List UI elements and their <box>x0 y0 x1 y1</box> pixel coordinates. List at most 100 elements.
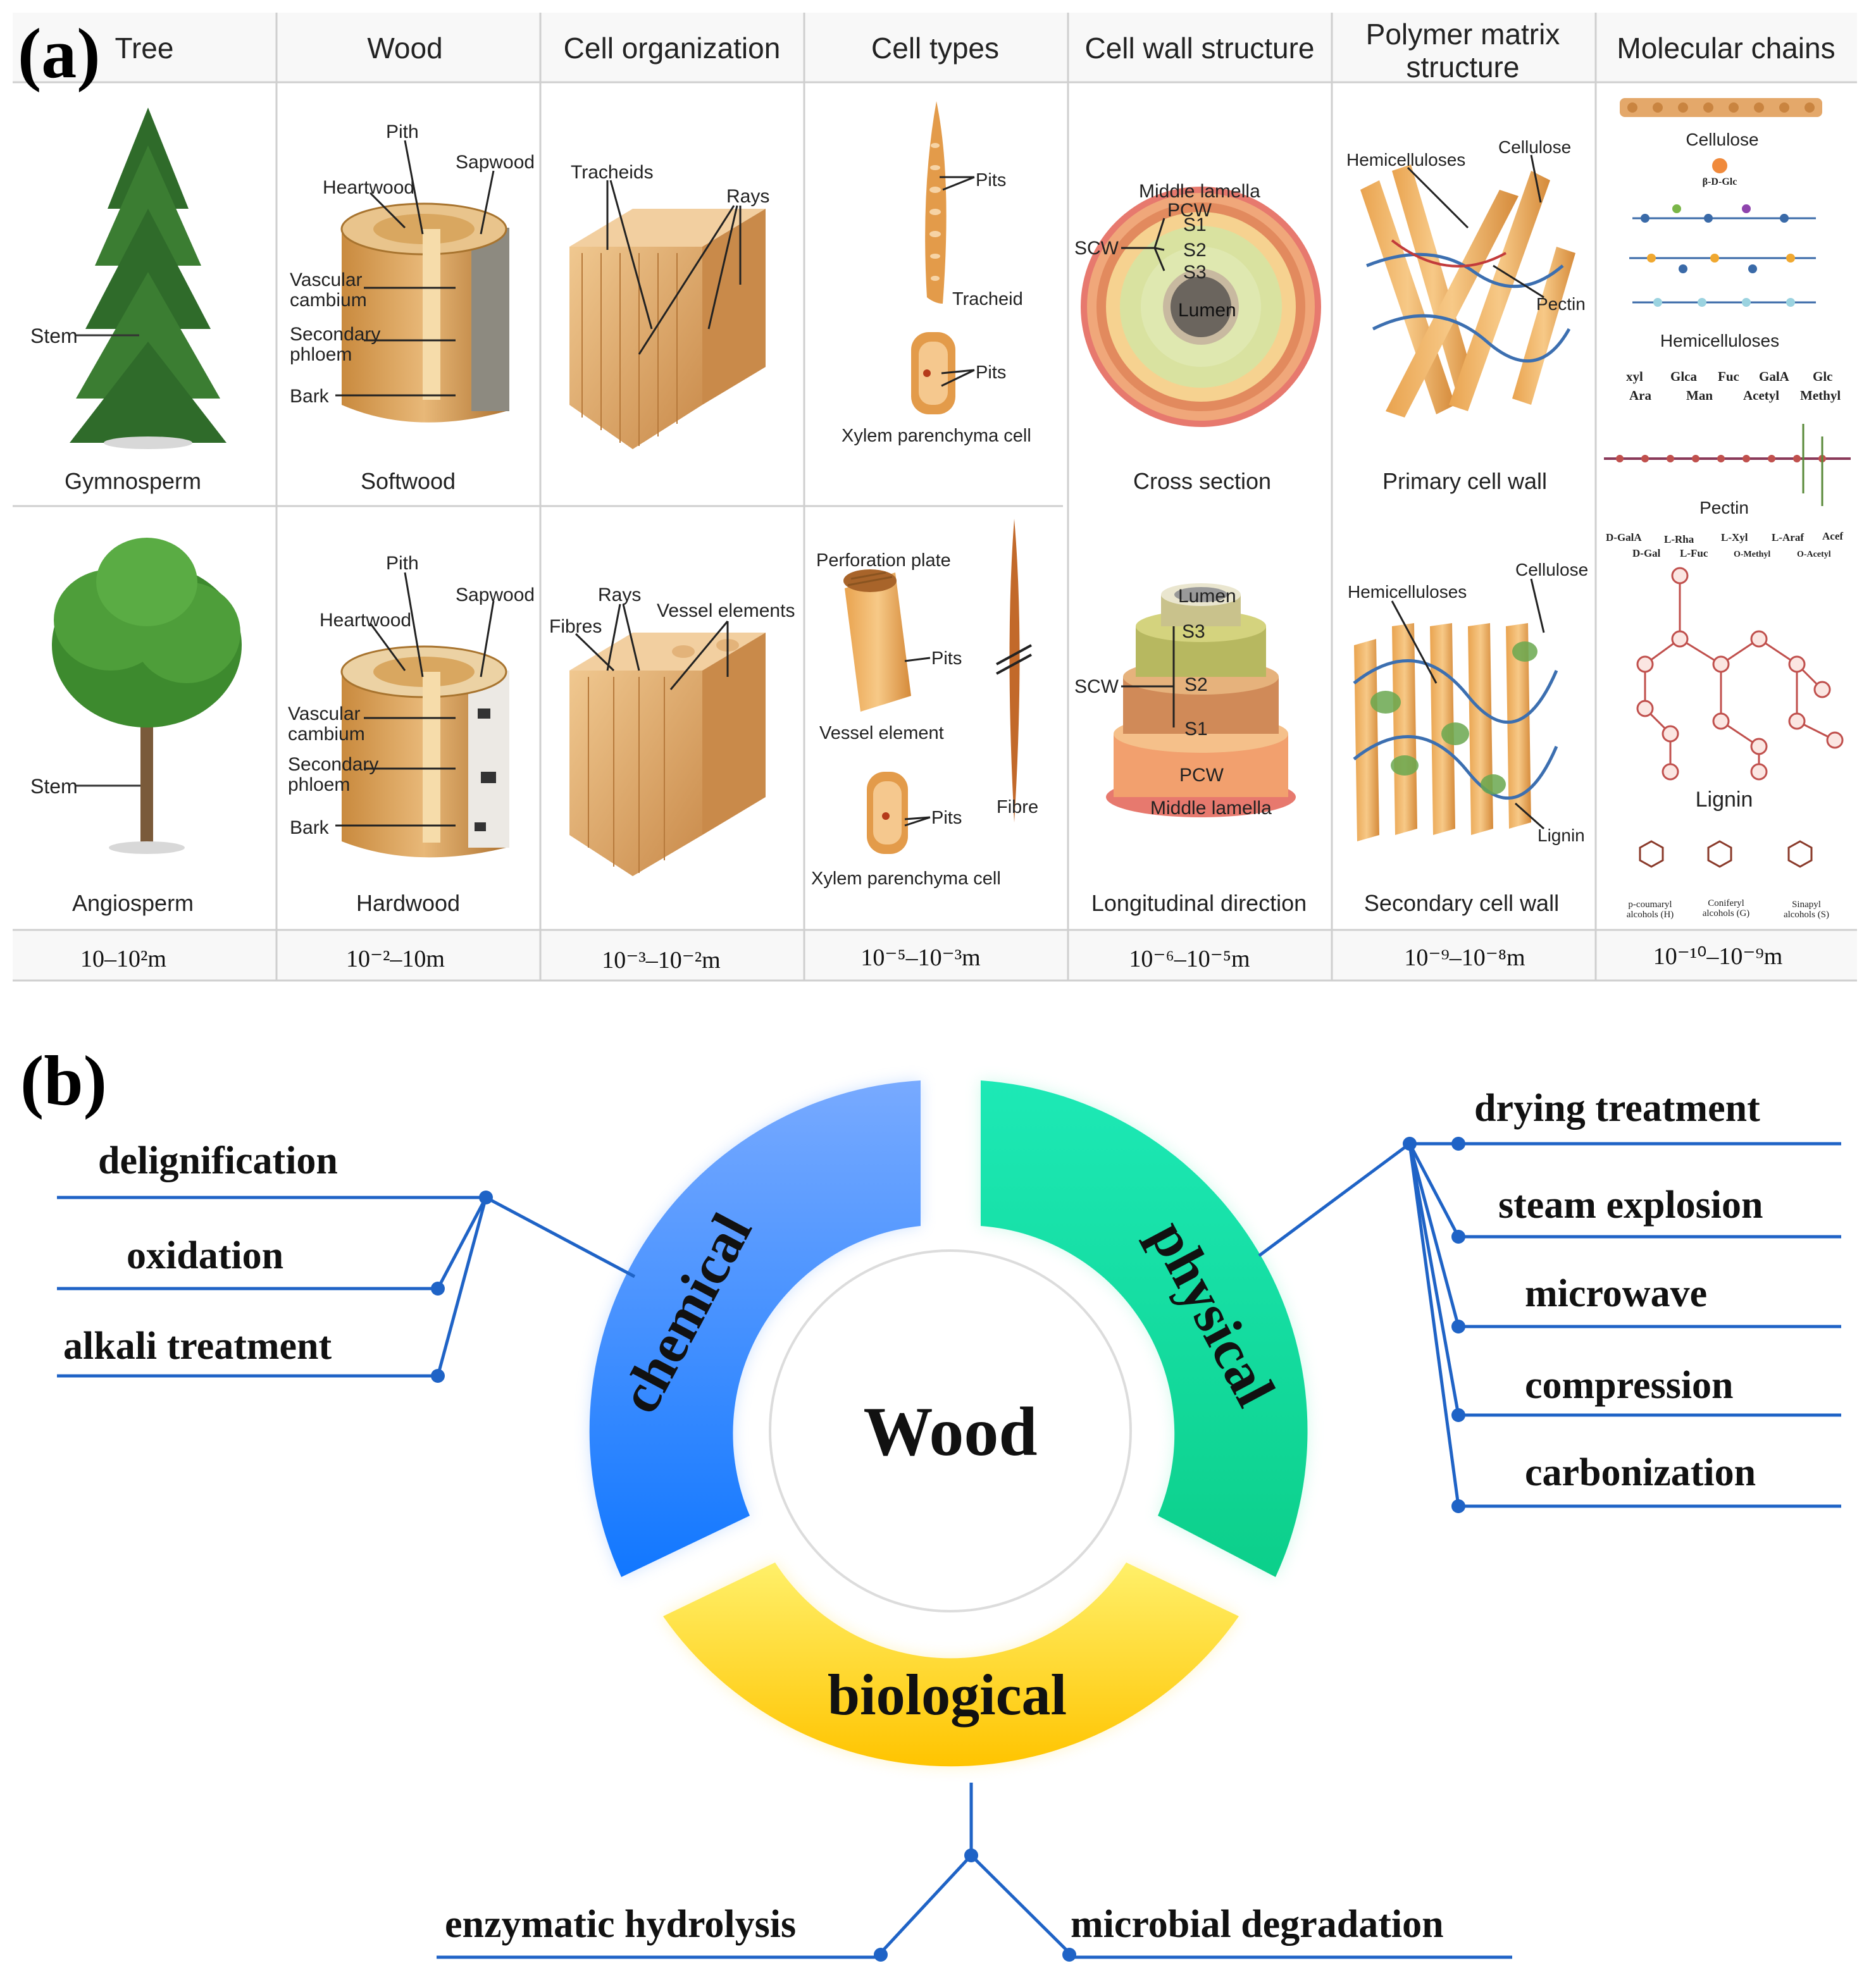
label-secondary-soft-1: Secondary <box>290 324 380 345</box>
scale-cell-types: 10⁻⁵–10⁻³m <box>860 944 980 971</box>
label-scw-bottom: SCW <box>1074 676 1119 697</box>
cellulose-chain-illustration <box>1620 98 1822 173</box>
label-fibre: Fibre <box>997 797 1038 817</box>
label-pectin-primary: Pectin <box>1536 294 1586 314</box>
header-polymer-matrix-line2: structure <box>1407 51 1520 84</box>
label-tracheids: Tracheids <box>571 162 654 183</box>
physical-node-hub <box>1403 1137 1417 1151</box>
physical-node-steam <box>1451 1230 1465 1244</box>
panel-a-grid <box>13 13 1857 982</box>
chemical-leaders <box>57 1196 636 1378</box>
label-pcw-top: PCW <box>1167 200 1212 221</box>
pectin-legend-1-3: L-Araf <box>1772 531 1804 543</box>
label-heartwood-soft: Heartwood <box>323 177 414 198</box>
label-pits-vessel: Pits <box>931 648 962 669</box>
caption-cross-section: Cross section <box>1133 468 1271 494</box>
pectin-legend-2-1: L-Fuc <box>1680 547 1708 559</box>
pectin-legend-1-1: L-Rha <box>1664 533 1694 545</box>
label-rays-hard: Rays <box>598 585 641 605</box>
label-pith-soft: Pith <box>386 121 419 142</box>
primary-cell-wall-illustration <box>1360 164 1575 418</box>
header-cell-types: Cell types <box>871 32 999 65</box>
caption-longitudinal-direction: Longitudinal direction <box>1091 890 1307 916</box>
label-hemicelluloses-secondary: Hemicelluloses <box>1348 582 1467 602</box>
chemical-segment <box>589 1080 921 1577</box>
secondary-cell-wall-illustration <box>1353 623 1558 841</box>
biological-label: biological <box>828 1662 1067 1727</box>
label-s1-top: S1 <box>1183 214 1207 235</box>
item-carbonization: carbonization <box>1525 1451 1756 1494</box>
item-enzymatic-hydrolysis: enzymatic hydrolysis <box>445 1903 796 1946</box>
caption-gymnosperm: Gymnosperm <box>65 468 201 494</box>
label-beta-d-glc: β-D-Glc <box>1703 176 1737 187</box>
hemi-legend-1-4: Glc <box>1813 369 1833 384</box>
header-polymer-matrix-line1: Polymer matrix <box>1366 18 1560 51</box>
label-bark-hard: Bark <box>290 817 330 838</box>
panel-a: (a) Tree Wood Cell organization Cell typ… <box>13 13 1857 982</box>
hemi-legend-2-0: Ara <box>1629 388 1651 403</box>
physical-node-drying <box>1451 1137 1465 1151</box>
angiosperm-tree-illustration <box>52 538 242 854</box>
monolignol-labels: p-coumaryl alcohols (H) Coniferyl alcoho… <box>1627 898 1829 920</box>
item-microwave: microwave <box>1525 1272 1707 1315</box>
label-scw-top: SCW <box>1074 238 1119 259</box>
physical-leaders <box>1258 1142 1841 1508</box>
item-alkali-treatment: alkali treatment <box>63 1325 332 1368</box>
scale-tree: 10–10²m <box>80 946 166 972</box>
pectin-legend-1-2: L-Xyl <box>1721 531 1748 543</box>
label-middle-lamella-bottom: Middle lamella <box>1150 798 1272 819</box>
item-compression: compression <box>1525 1364 1734 1407</box>
hemi-legend-1-2: Fuc <box>1718 369 1739 384</box>
physical-segment <box>981 1080 1308 1577</box>
scale-cell-organization: 10⁻³–10⁻²m <box>602 947 720 974</box>
fibre-illustration <box>996 519 1032 822</box>
hemi-legend-1-0: xyl <box>1626 369 1643 384</box>
label-perforation-plate: Perforation plate <box>816 550 951 571</box>
hemi-legend-1-3: GalA <box>1759 369 1790 384</box>
biological-node-hub <box>964 1848 978 1862</box>
header-molecular-chains: Molecular chains <box>1617 32 1835 65</box>
panel-a-label: (a) <box>18 15 101 93</box>
scale-cell-wall: 10⁻⁶–10⁻⁵m <box>1129 946 1250 972</box>
softwood-cube-illustration <box>569 209 766 449</box>
caption-hardwood: Hardwood <box>356 890 460 916</box>
label-cellulose-chain: Cellulose <box>1686 130 1758 149</box>
label-sapwood-hard: Sapwood <box>456 585 535 605</box>
item-delignification: delignification <box>98 1139 338 1182</box>
pectin-legend-2-0: D-Gal <box>1632 547 1661 559</box>
monolignol-h-line1: p-coumaryl <box>1628 900 1672 910</box>
biological-segment <box>663 1562 1239 1767</box>
caption-angiosperm: Angiosperm <box>72 890 194 916</box>
item-oxidation: oxidation <box>127 1234 283 1277</box>
label-lumen-top: Lumen <box>1178 300 1236 321</box>
caption-secondary-cell-wall: Secondary cell wall <box>1364 890 1559 916</box>
caption-primary-cell-wall: Primary cell wall <box>1382 468 1547 494</box>
header-cell-wall-structure: Cell wall structure <box>1085 32 1315 65</box>
monolignol-g-line1: Coniferyl <box>1708 898 1744 908</box>
label-vessel-elements: Vessel elements <box>657 600 795 621</box>
chemical-node-hub <box>479 1191 493 1204</box>
label-secondary-soft-2: phloem <box>290 344 352 365</box>
item-steam-explosion: steam explosion <box>1498 1184 1763 1227</box>
label-pith-hard: Pith <box>386 553 419 574</box>
biological-node-enzymatic <box>874 1948 888 1962</box>
label-secondary-hard-2: phloem <box>288 774 350 795</box>
label-fibres: Fibres <box>549 616 602 637</box>
monolignol-g-line2: alcohols (G) <box>1703 908 1750 919</box>
label-secondary-hard-1: Secondary <box>288 754 378 775</box>
physical-node-compression <box>1451 1408 1465 1422</box>
physical-node-microwave <box>1451 1320 1465 1333</box>
label-pits-tracheid: Pits <box>976 170 1006 190</box>
panel-b-label: (b) <box>20 1042 107 1120</box>
scale-polymer-matrix: 10⁻⁹–10⁻⁸m <box>1404 944 1525 971</box>
hemi-legend-2-2: Acetyl <box>1743 388 1779 403</box>
chemical-node-oxidation <box>431 1282 445 1296</box>
hardwood-cube-illustration <box>569 633 766 876</box>
pectin-legend-1-4: Acef <box>1822 530 1843 542</box>
label-pectin-chain: Pectin <box>1699 498 1749 517</box>
biological-leaders <box>437 1783 1512 1959</box>
pectin-legend-1-0: D-GalA <box>1606 531 1642 543</box>
label-vascular-soft-2: cambium <box>290 290 367 311</box>
label-vascular-soft-1: Vascular <box>290 269 363 290</box>
